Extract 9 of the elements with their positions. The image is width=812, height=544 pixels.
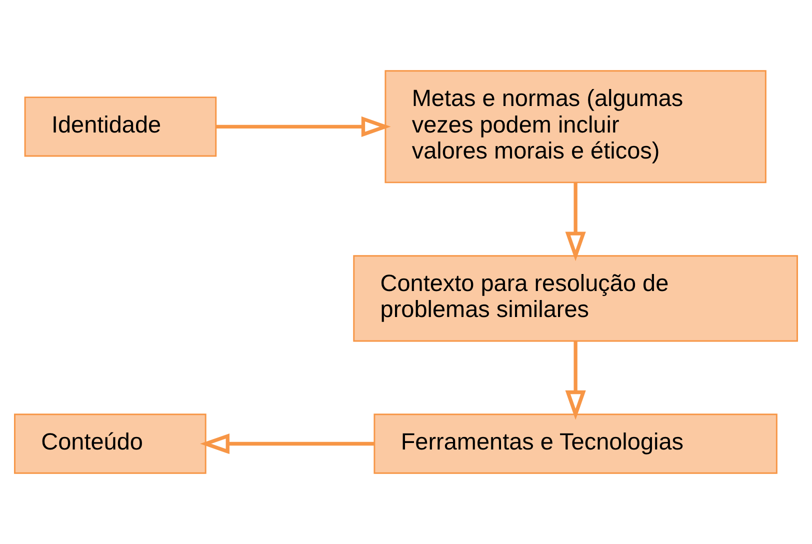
arrow [565,341,586,420]
node-box: Contexto para resolução de problemas similares [353,255,798,342]
node-box: Ferramentas e Tecnologias [374,414,778,474]
arrow [200,433,374,454]
arrow [216,116,391,137]
arrow [565,182,586,262]
node-box: Conteúdo [14,414,206,474]
node-box: Metas e normas (algumas vezes podem incluir valores morais e éticos) [384,70,766,184]
node-box: Identidade [24,96,217,157]
